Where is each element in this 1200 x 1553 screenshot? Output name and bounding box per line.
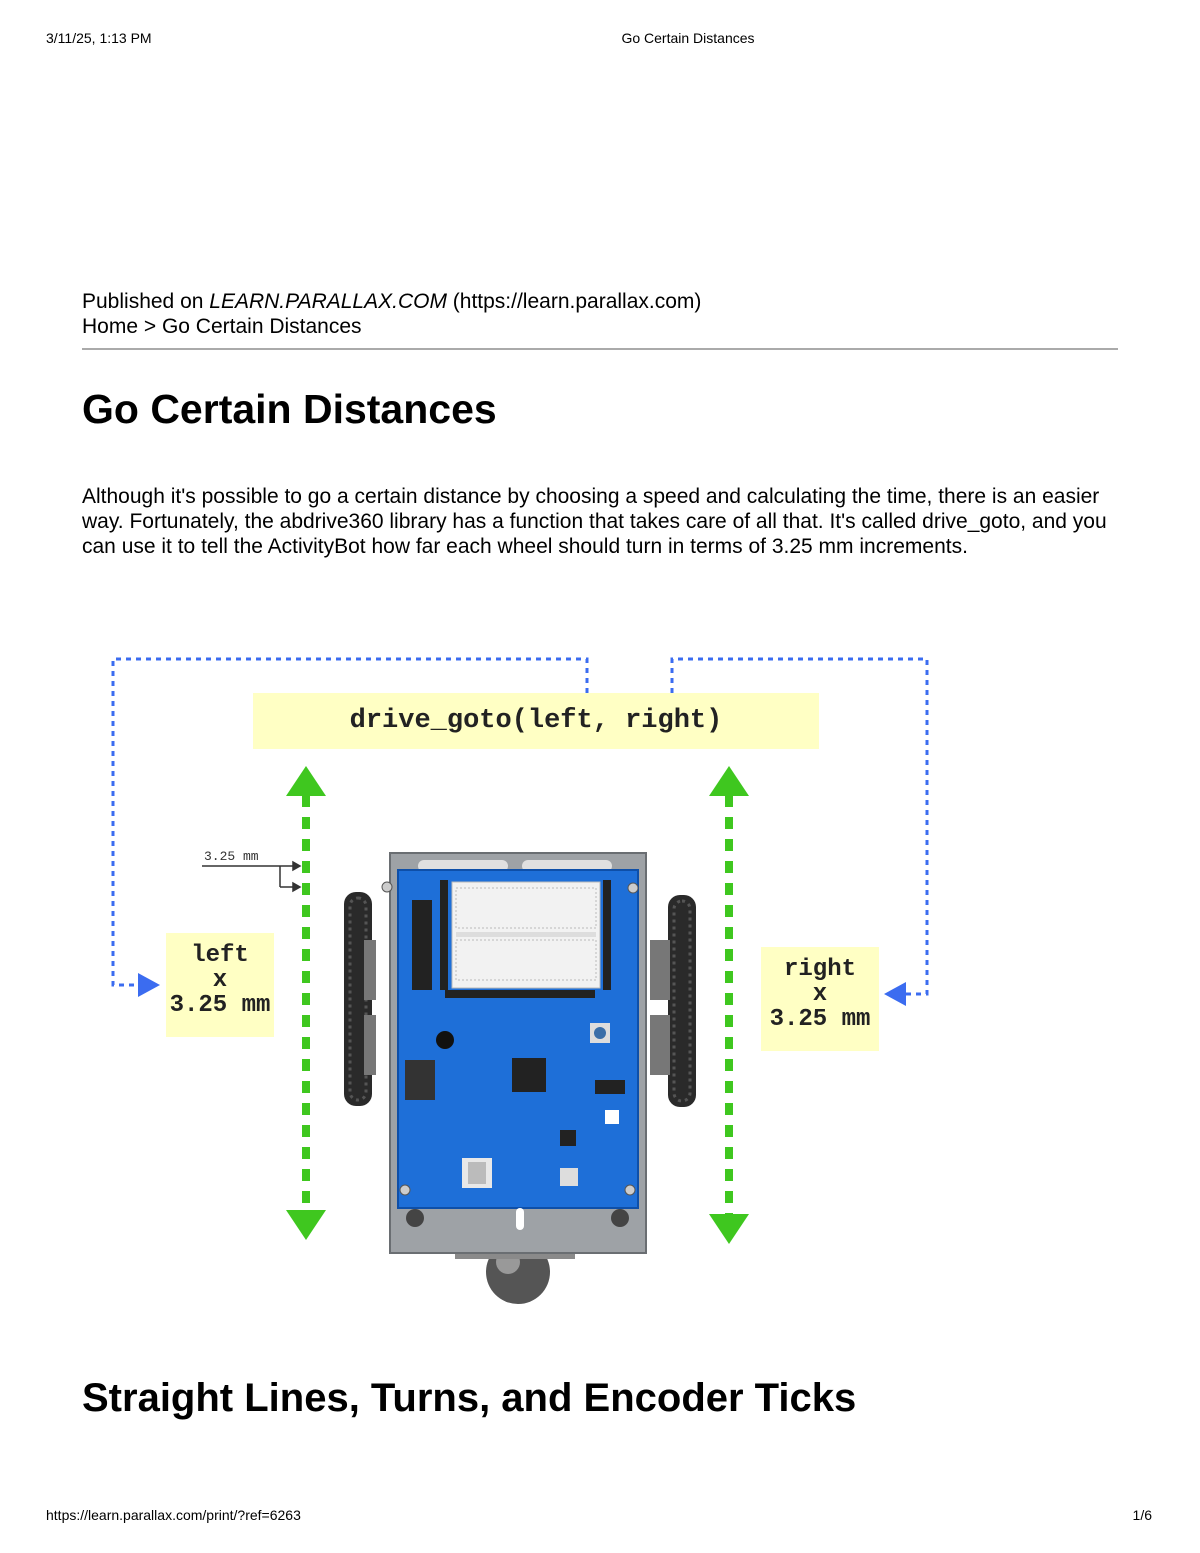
left-box-line-2: x [212,967,228,994]
site-url: (https://learn.parallax.com) [446,290,702,313]
tick-distance-label: 3.25 mm [204,849,259,864]
left-connector-arrowhead [138,973,160,997]
right-wheel-arrow-up [709,766,749,796]
tick-distance-indicator [202,860,302,893]
intro-paragraph: Although it's possible to go a certain d… [82,485,1107,558]
print-datetime: 3/11/25, 1:13 PM [46,30,152,46]
diagram-graphics [111,657,929,1304]
drive-goto-diagram: drive_goto(left, right) 3.25 mm left x 3… [100,640,940,1310]
right-box-line-1: right [783,956,856,983]
page-title: Go Certain Distances [82,386,497,432]
left-distance-box: left x 3.25 mm [166,933,274,1037]
left-wheel-arrow-up [286,766,326,796]
published-prefix: Published on [82,290,210,313]
section-heading: Straight Lines, Turns, and Encoder Ticks [82,1376,857,1420]
right-connector-arrowhead [884,982,906,1006]
site-name-link[interactable]: LEARN.PARALLAX.COM [209,290,447,313]
breadcrumb[interactable]: Home > Go Certain Distances [82,315,362,338]
drive-goto-function-label: drive_goto(left, right) [253,693,819,749]
right-box-line-3: 3.25 mm [769,1006,871,1033]
right-box-line-2: x [812,981,828,1008]
published-line: Published on LEARN.PARALLAX.COM (https:/… [82,289,701,339]
left-wheel-arrow-down [286,1210,326,1240]
right-wheel-arrow-down [709,1214,749,1244]
header-divider [82,348,1118,350]
left-box-line-3: 3.25 mm [169,992,271,1019]
page-number: 1/6 [1132,1507,1152,1523]
right-connector-line [670,657,929,996]
left-connector-line [111,657,589,987]
left-box-line-1: left [191,942,249,969]
print-page-title: Go Certain Distances [621,30,755,46]
print-url: https://learn.parallax.com/print/?ref=62… [46,1507,301,1523]
activitybot-robot-illustration [344,852,696,1304]
right-distance-box: right x 3.25 mm [761,947,879,1051]
